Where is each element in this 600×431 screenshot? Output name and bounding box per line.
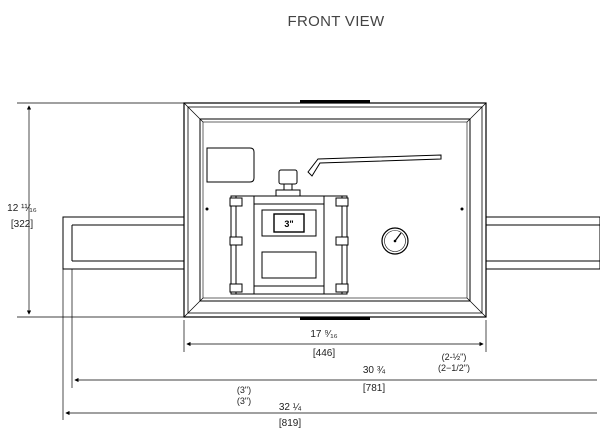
view-title: FRONT VIEW — [288, 13, 385, 30]
pipe-left-size-line2: (3") — [237, 396, 251, 406]
overall-inner-metric: [781] — [363, 383, 385, 394]
valve-size-tag: 3" — [284, 219, 293, 229]
valve-body — [229, 195, 349, 295]
overall-dimension — [62, 269, 597, 420]
overall-imperial: 32 ¼ — [279, 401, 302, 413]
height-metric: [322] — [11, 219, 33, 230]
box-width-dimension — [183, 320, 487, 352]
pipe-right-size-line1: (2-½") — [442, 352, 467, 362]
height-dimension — [17, 102, 184, 318]
overall-metric: [819] — [279, 418, 301, 429]
pipe-left-size-line1: (3") — [237, 385, 251, 395]
box-width-imperial: 17 ⁹⁄₁₆ — [310, 329, 337, 340]
box-width-metric: [446] — [313, 348, 335, 359]
pressure-gauge — [381, 227, 409, 255]
label-plate — [206, 147, 255, 183]
overall-inner-imperial: 30 ¾ — [363, 365, 386, 376]
valve-handle — [275, 154, 442, 197]
overall-inner-dimension — [71, 269, 597, 388]
pipe-right-size-line2: (2−1/2") — [438, 363, 470, 373]
height-imperial: 12 ¹¹⁄₁₆ — [7, 203, 37, 214]
